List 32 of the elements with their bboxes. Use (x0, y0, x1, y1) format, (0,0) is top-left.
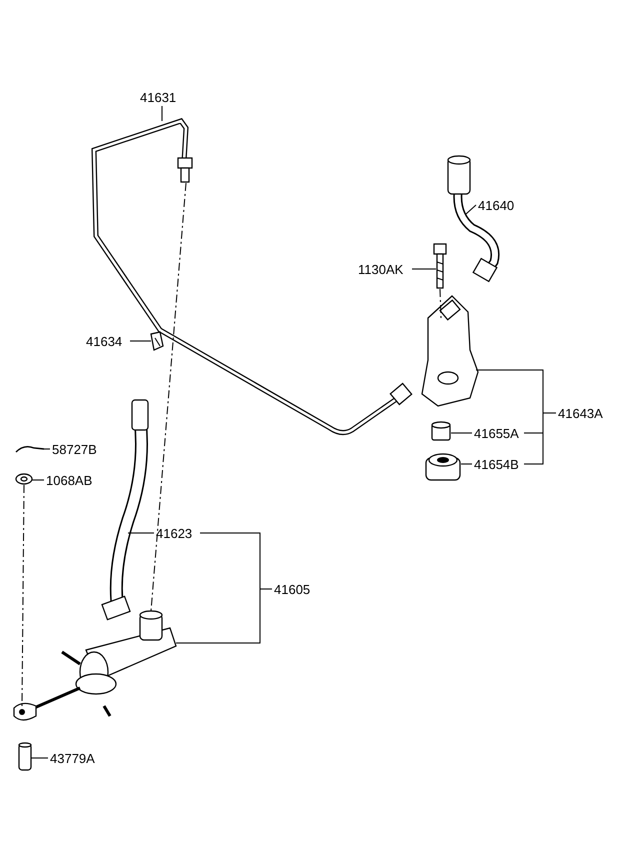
part-number: 41643A (558, 406, 603, 421)
bolt-drawing (433, 243, 447, 289)
grommet-drawing (425, 453, 461, 481)
part-number: 41640 (478, 198, 514, 213)
part-number: 41655A (474, 426, 519, 441)
hose-drawing (101, 399, 149, 620)
leader-line (176, 588, 272, 644)
part-number: 41623 (156, 526, 192, 541)
bracket-drawing (421, 295, 479, 407)
part-number: 41605 (274, 582, 310, 597)
leader-line (44, 448, 50, 450)
center-line (150, 182, 186, 612)
leader-line (412, 268, 436, 270)
leader-line (524, 412, 556, 464)
part-number: 1068AB (46, 473, 92, 488)
leader-line (128, 532, 154, 534)
leader-line (466, 204, 476, 214)
center-line (22, 484, 24, 706)
part-number: 41654B (474, 457, 519, 472)
part-number: 41631 (140, 90, 176, 105)
part-number: 58727B (52, 442, 97, 457)
pin-clip-drawing (16, 446, 44, 453)
pin-drawing (18, 742, 32, 771)
master-cylinder-drawing (13, 610, 177, 721)
part-number: 43779A (50, 751, 95, 766)
center-line (440, 288, 442, 318)
part-number: 41634 (86, 334, 122, 349)
part-number: 1130AK (358, 262, 404, 277)
bushing-drawing (431, 421, 451, 441)
leader-line (450, 432, 472, 434)
leader-line (130, 340, 152, 342)
washer-drawing (15, 473, 33, 485)
